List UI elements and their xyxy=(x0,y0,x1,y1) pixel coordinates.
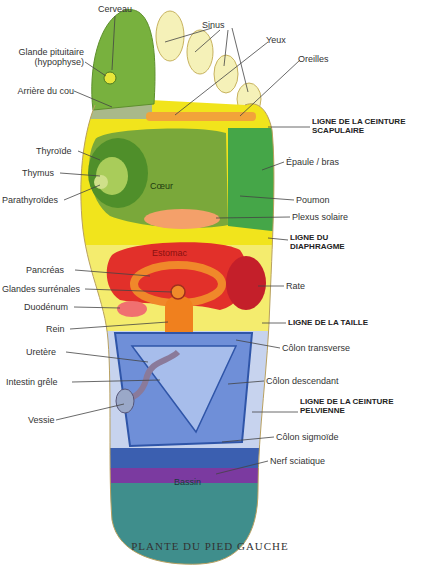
leader-lines xyxy=(56,16,310,474)
sigmoid-zone xyxy=(70,448,290,470)
thyroid-zone xyxy=(88,138,148,208)
part-label: Uretère xyxy=(26,347,72,357)
small-intestine-zone xyxy=(132,346,236,432)
part-label: Nerf sciatique xyxy=(270,456,360,466)
leader-line xyxy=(72,380,160,382)
part-label: Côlon transverse xyxy=(282,343,382,353)
leader-line xyxy=(240,60,300,116)
part-label: Côlon descendant xyxy=(266,376,366,386)
leader-line xyxy=(236,340,280,348)
part-label: Pancréas xyxy=(26,265,78,275)
zone-band xyxy=(70,331,290,451)
leader-line xyxy=(216,461,268,474)
leader-line xyxy=(262,323,286,324)
toe xyxy=(187,30,213,74)
part-label: Estomac xyxy=(152,248,202,258)
part-label: Thymus xyxy=(22,168,62,178)
leader-line xyxy=(78,151,100,160)
leader-line xyxy=(258,286,284,287)
adrenal-zone xyxy=(171,285,185,299)
leader-line xyxy=(216,217,290,218)
part-label: Cœur xyxy=(150,181,190,191)
bladder-zone xyxy=(116,389,134,413)
part-label: Thyroïde xyxy=(36,146,80,156)
figure-caption: PLANTE DU PIED GAUCHE xyxy=(60,540,360,552)
part-label: Duodénum xyxy=(24,302,76,312)
part-label: Rate xyxy=(286,281,320,291)
part-label: Sinus xyxy=(202,20,246,30)
colon-zone xyxy=(115,333,252,446)
leader-line xyxy=(165,28,212,42)
part-label: Glandes surrénales xyxy=(2,284,90,294)
sole-zones xyxy=(70,95,290,570)
leader-line xyxy=(240,196,294,200)
part-label: Poumon xyxy=(296,195,352,205)
leader-line xyxy=(268,127,310,128)
part-label: Épaule / bras xyxy=(286,157,366,167)
part-label: Plexus solaire xyxy=(292,212,372,222)
leader-line xyxy=(224,30,228,66)
leader-line xyxy=(74,307,120,308)
part-label: Cerveau xyxy=(92,4,138,14)
leader-line xyxy=(85,289,172,292)
leader-line xyxy=(222,437,274,442)
part-label: Bassin xyxy=(174,477,218,487)
solar-plexus-zone xyxy=(144,209,220,229)
zone-line-label: LIGNE DU DIAPHRAGME xyxy=(290,233,356,251)
part-label: Intestin grêle xyxy=(6,377,76,387)
eyes-ears-zone xyxy=(146,112,256,121)
part-label: Yeux xyxy=(266,35,300,45)
part-label: Rein xyxy=(46,324,76,334)
leader-line xyxy=(85,62,106,76)
leader-line xyxy=(70,322,168,329)
pituitary-zone xyxy=(104,72,116,84)
part-label: Oreilles xyxy=(298,54,348,64)
brain-zone xyxy=(92,10,155,110)
shoulder-zone xyxy=(228,128,280,232)
leader-line xyxy=(64,185,100,200)
zone-line-label: LIGNE DE LA CEINTURE PELVIENNE xyxy=(300,397,408,415)
leader-line xyxy=(195,30,220,52)
zone-line-label: LIGNE DE LA CEINTURE SCAPULAIRE xyxy=(312,117,420,135)
ureter-zone xyxy=(127,352,178,400)
leader-line xyxy=(112,16,115,70)
leader-line xyxy=(60,173,100,176)
toe xyxy=(156,11,184,61)
toe-highlight xyxy=(177,56,187,84)
leader-line xyxy=(74,91,112,107)
spleen-zone xyxy=(226,256,266,310)
leader-line xyxy=(175,42,268,115)
part-label: Arrière du cou xyxy=(2,86,74,96)
part-label: Glande pituitaire (hypophyse) xyxy=(2,47,84,67)
pelvis-zone xyxy=(70,483,290,570)
toe xyxy=(214,55,238,93)
leader-line xyxy=(66,352,148,362)
leader-line xyxy=(75,270,150,276)
part-label: Parathyroïdes xyxy=(2,195,66,205)
part-label: Vessie xyxy=(28,415,68,425)
duodenum-zone xyxy=(117,301,147,317)
leader-line xyxy=(252,412,298,413)
leader-line xyxy=(262,162,284,170)
leader-line xyxy=(268,238,288,240)
zone-line-label: LIGNE DE LA TAILLE xyxy=(288,318,408,327)
foot-outline xyxy=(81,104,274,565)
leader-line xyxy=(56,404,124,420)
part-label: Côlon sigmoïde xyxy=(276,432,366,442)
leader-line xyxy=(228,381,264,384)
zone-band xyxy=(70,119,290,247)
pancreas-zone xyxy=(134,265,222,303)
